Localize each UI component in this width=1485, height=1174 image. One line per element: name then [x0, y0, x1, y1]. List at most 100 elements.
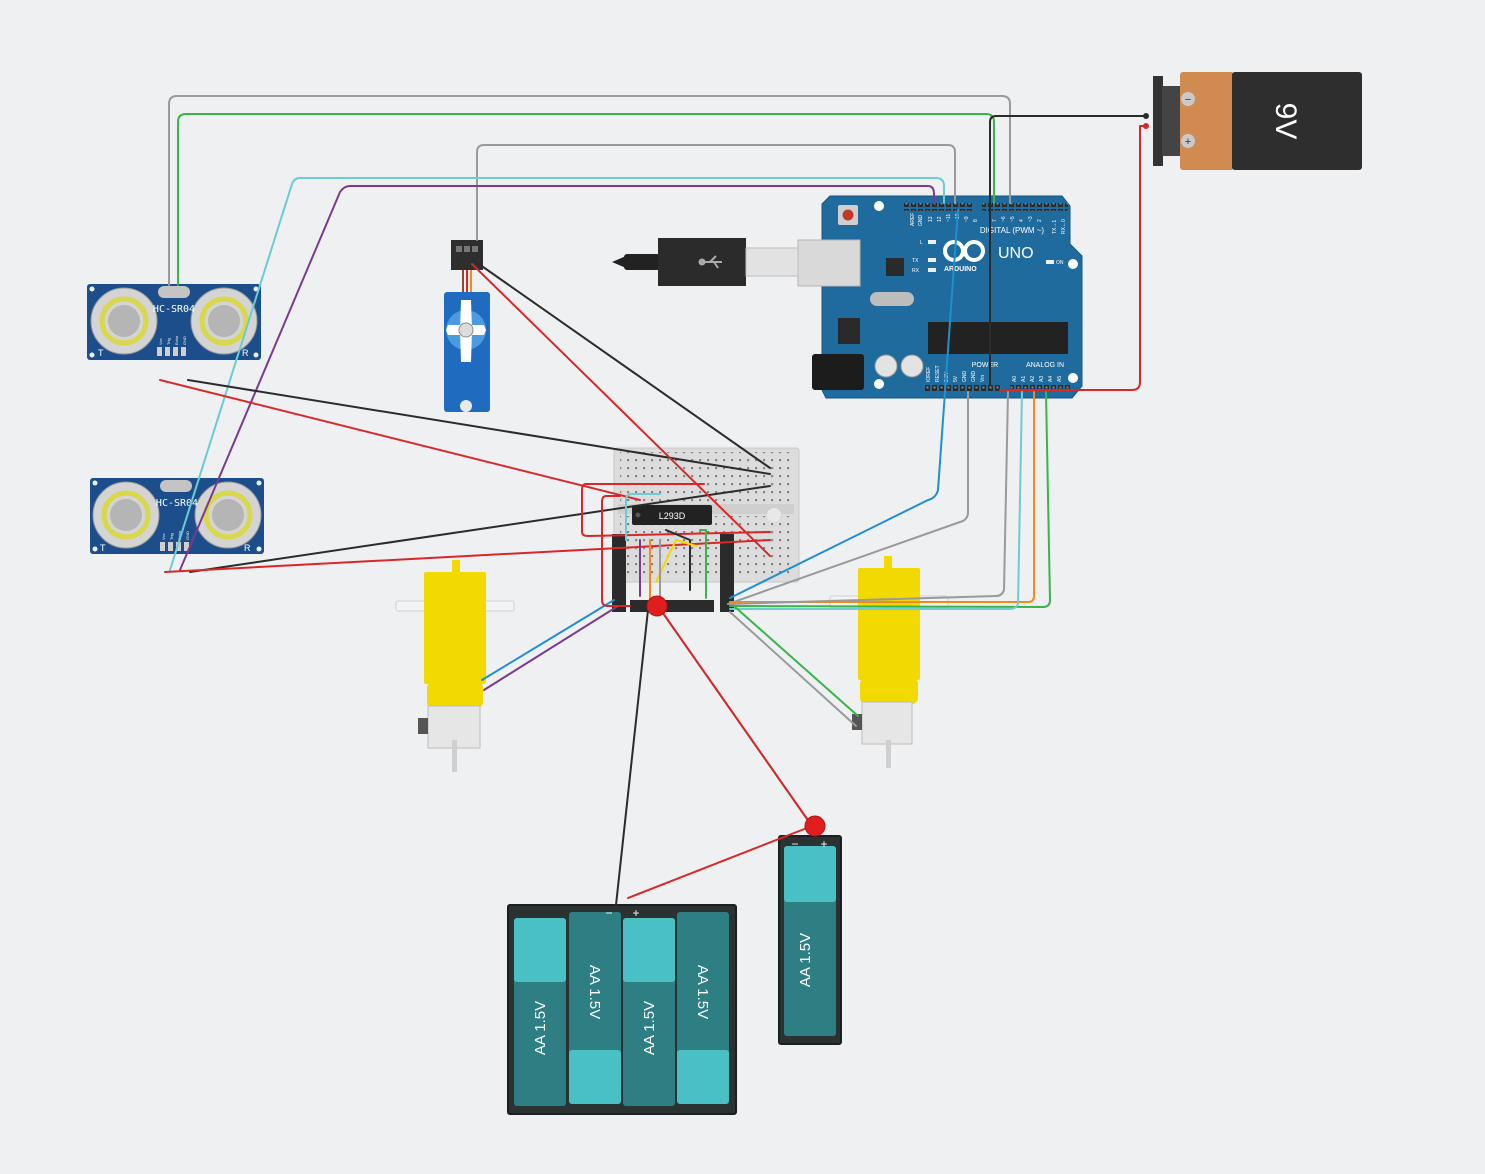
driver-label: L293D: [659, 511, 686, 521]
reset-button-cap[interactable]: [842, 209, 854, 221]
sensor-1-pin-vcc: Vcc: [158, 338, 163, 345]
battery-9v-minus-label: −: [1185, 94, 1191, 106]
left-header-strip[interactable]: [612, 534, 626, 612]
pin-label-11: ~11: [946, 214, 952, 222]
sensor-2-pins[interactable]: [160, 542, 189, 551]
pin-label-a5: A5: [1057, 376, 1063, 382]
pin-label-6: ~6: [1001, 216, 1007, 222]
wire-cyan-analog: [729, 391, 1023, 610]
crystal: [160, 480, 192, 492]
wire-red-sensor1-vcc: [159, 379, 641, 501]
wire-red-battery-series: [627, 825, 813, 899]
wire-red-sensor2-vcc: [164, 539, 771, 573]
capacitor: [874, 354, 898, 378]
mounting-hole: [874, 379, 884, 389]
wire-orange-analog: [729, 391, 1035, 603]
pin-label-a2: A2: [1030, 376, 1036, 382]
digital-header-high[interactable]: [904, 203, 972, 211]
battery-9v-plus-label: +: [1185, 136, 1191, 148]
sensor-2-pin-trig: Trig: [169, 533, 174, 540]
mounting-hole: [1068, 373, 1078, 383]
pin-label-8: 8: [973, 219, 979, 222]
dc-motor-left[interactable]: [395, 560, 515, 772]
junction-point[interactable]: [804, 815, 826, 837]
cell-3-label: AA 1.5V: [641, 1001, 658, 1055]
wire-purple-sensor2-echo: [179, 185, 935, 571]
voltage-regulator: [838, 318, 860, 344]
battery-9v[interactable]: − + 9V: [1153, 72, 1362, 170]
junction-point[interactable]: [646, 595, 668, 617]
sensor-2-pin-vcc: Vcc: [161, 533, 166, 540]
led-rx-label: RX: [912, 268, 920, 274]
pin-label-vin: Vin: [980, 375, 986, 382]
wire-green-sensor1-to-pin6: [177, 113, 995, 286]
led-rx: [928, 268, 936, 272]
sensor-2-pin-gnd: GND: [185, 531, 190, 540]
pin-label-2: 2: [1037, 219, 1043, 222]
power-header[interactable]: [924, 385, 1000, 393]
arduino-uno-board[interactable]: DIGITAL (PWM ~) UNO ARDUINO ON POWER ANA…: [797, 195, 1083, 399]
transducer-t: [92, 481, 160, 549]
wire-black-servo-gnd: [475, 261, 771, 469]
led-l-label: L: [920, 240, 923, 246]
capacitor: [900, 354, 924, 378]
usb-cable[interactable]: [612, 238, 799, 286]
pin-label-tx1: TX→1: [1052, 220, 1058, 234]
sensor-1-pin-echo: Echo: [174, 335, 179, 345]
led-on: [1046, 260, 1054, 264]
pin-label-gnd: GND: [918, 215, 924, 227]
right-header-strip[interactable]: [720, 534, 734, 612]
wire-black-sensor1-gnd: [187, 379, 771, 475]
cell-2-label: AA 1.5V: [586, 965, 603, 1019]
pin-label-4: 4: [1019, 219, 1025, 222]
sensor-1-t-label: T: [98, 348, 104, 358]
digital-header-low[interactable]: [982, 203, 1068, 211]
jumper-cyan: [625, 493, 661, 541]
bottom-header-strip[interactable]: [630, 600, 714, 612]
ultrasonic-sensor-1[interactable]: HC-SR04 T R Vcc Trig Echo GND: [87, 284, 261, 360]
jumper-red-left: [601, 495, 631, 607]
ultrasonic-sensor-2[interactable]: HC-SR04 T R Vcc Trig Echo GND: [90, 478, 264, 554]
terminal-point[interactable]: [1143, 123, 1149, 129]
pin-label-13: 13: [928, 216, 934, 222]
pack1-minus-label: −: [791, 837, 798, 851]
battery-pack-1xaa[interactable]: AA 1.5V − +: [778, 835, 842, 1045]
sensor-2-t-label: T: [100, 543, 106, 553]
dc-motor-right[interactable]: [829, 556, 949, 768]
wire-gray-sensor1-to-pin7: [168, 95, 1011, 286]
usb-chip: [886, 258, 904, 276]
pin-label-7: 7: [992, 219, 998, 222]
dc-power-jack: [812, 354, 864, 390]
wire-blue-motor-signal: [729, 209, 959, 599]
led-tx: [928, 258, 936, 262]
pin-label-a0: A0: [1012, 376, 1018, 382]
servo-motor[interactable]: [444, 240, 490, 412]
pin-label-ioref: IOREF: [926, 367, 932, 382]
jumper-red-loop: [581, 483, 771, 537]
cell-label: AA 1.5V: [797, 933, 814, 987]
sensor-1-pins[interactable]: [157, 347, 186, 356]
on-led-label: ON: [1056, 260, 1064, 266]
wire-green-right-motor: [733, 605, 859, 717]
pin-label-9: ~9: [964, 216, 970, 222]
transducer-r: [194, 481, 262, 549]
l293d-driver-chip[interactable]: L293D: [632, 505, 712, 525]
pin-label-12: 12: [937, 216, 943, 222]
pin-label-a4: A4: [1048, 376, 1054, 382]
jumper-green: [699, 529, 707, 599]
pack4-plus-label: +: [632, 906, 639, 920]
wire-red-9v-vin: [999, 125, 1147, 391]
cell-1-label: AA 1.5V: [532, 1001, 549, 1055]
pin-label-gnd2: GND: [971, 371, 977, 383]
sensor-1-r-label: R: [242, 348, 249, 358]
battery-pack-4xaa[interactable]: AA 1.5V AA 1.5V AA 1.5V AA 1.5V − +: [507, 904, 737, 1115]
usb-b-port: [797, 239, 861, 287]
led-tx-label: TX: [912, 258, 919, 264]
pin-label-reset: RESET: [935, 365, 941, 382]
crystal: [158, 286, 190, 298]
terminal-point[interactable]: [1143, 113, 1149, 119]
wire-purple-left-motor: [483, 605, 619, 691]
uno-label: UNO: [998, 245, 1034, 262]
wire-cyan-sensor2-trig: [169, 177, 945, 571]
